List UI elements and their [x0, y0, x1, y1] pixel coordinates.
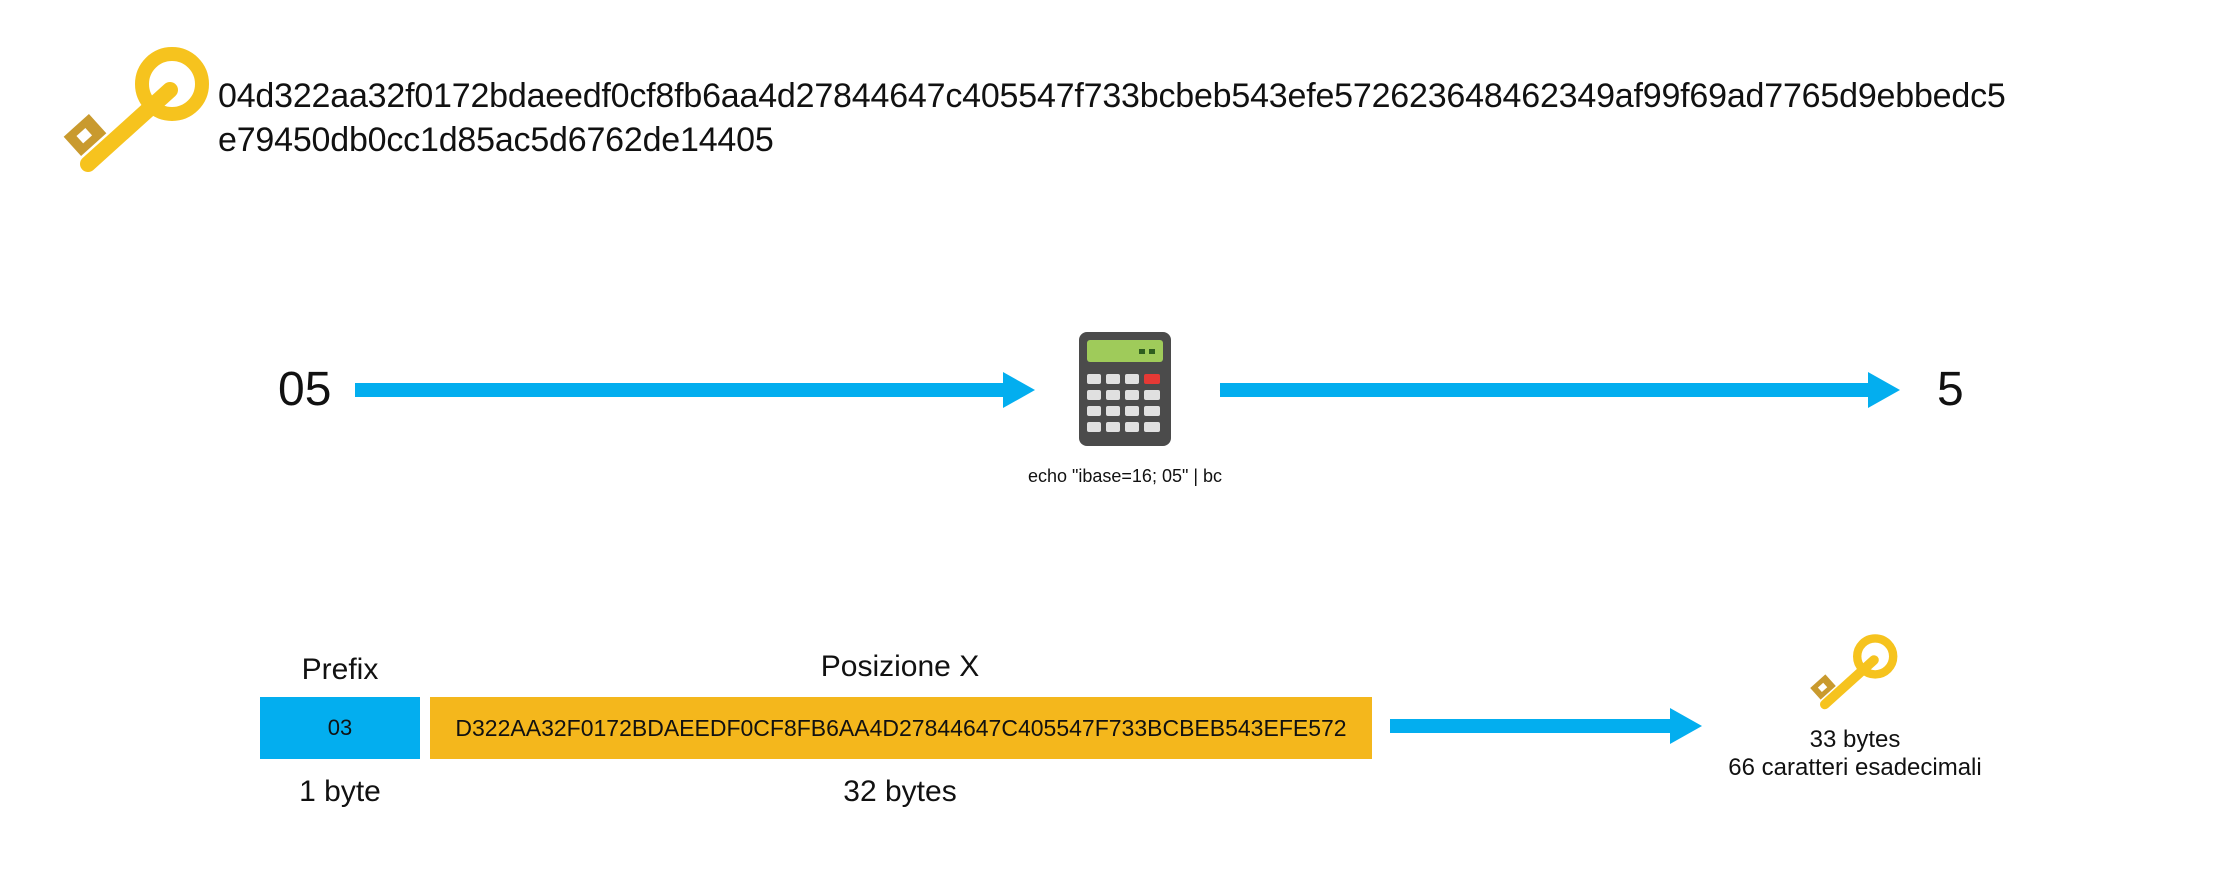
x-coordinate-value: D322AA32F0172BDAEEDF0CF8FB6AA4D27844647C…: [455, 714, 1347, 741]
x-coordinate-size: 32 bytes: [843, 775, 957, 808]
public-key-line-2: e79450db0cc1d85ac5d6762de14405: [218, 121, 774, 159]
public-key-line-1: 04d322aa32f0172bdaeedf0cf8fb6aa4d2784464…: [218, 77, 2006, 115]
arrow-right-icon: [355, 372, 1035, 408]
prefix-bar: 03: [260, 697, 420, 759]
hex-input-value: 05: [278, 363, 332, 416]
calculator-icon: [1079, 332, 1171, 446]
key-icon: [63, 47, 209, 172]
prefix-value: 03: [327, 715, 353, 740]
key-icon: [1810, 634, 1898, 710]
bc-command-caption: echo "ibase=16; 05" | bc: [1027, 466, 1223, 486]
public-key-hex: 04d322aa32f0172bdaeedf0cf8fb6aa4d2784464…: [218, 74, 2218, 162]
arrow-right-icon: [1220, 372, 1900, 408]
result-hex-chars: 66 caratteri esadecimali: [1728, 754, 1982, 781]
prefix-label: Prefix: [301, 653, 379, 686]
x-coordinate-bar: D322AA32F0172BDAEEDF0CF8FB6AA4D27844647C…: [430, 697, 1372, 759]
x-position-label: Posizione X: [820, 650, 980, 683]
result-size: 33 bytes: [1809, 726, 1901, 753]
decimal-output-value: 5: [1937, 363, 1964, 416]
prefix-size: 1 byte: [299, 775, 381, 808]
arrow-right-icon: [1390, 708, 1702, 744]
